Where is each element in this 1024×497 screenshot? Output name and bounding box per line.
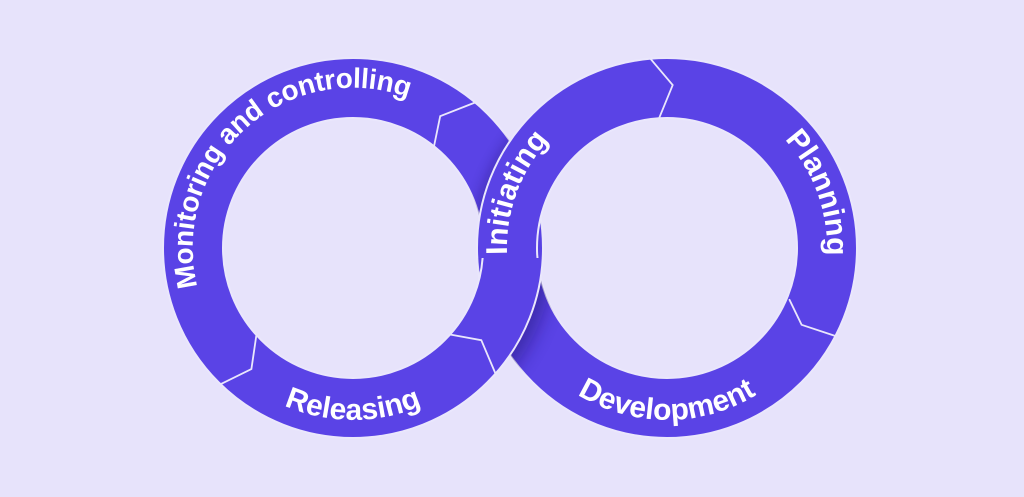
right-ring-divider-top-chevron-icon xyxy=(649,57,674,120)
right-ring-divider-right-chevron-icon xyxy=(788,298,837,337)
left-ring-divider-top-chevron-icon xyxy=(433,101,476,148)
bottom-crossing-overlay xyxy=(440,258,553,442)
left-ring-divider-bottom-right-chevron-icon xyxy=(449,333,497,375)
left-ring-divider-bottom-left-chevron-icon xyxy=(219,334,258,386)
